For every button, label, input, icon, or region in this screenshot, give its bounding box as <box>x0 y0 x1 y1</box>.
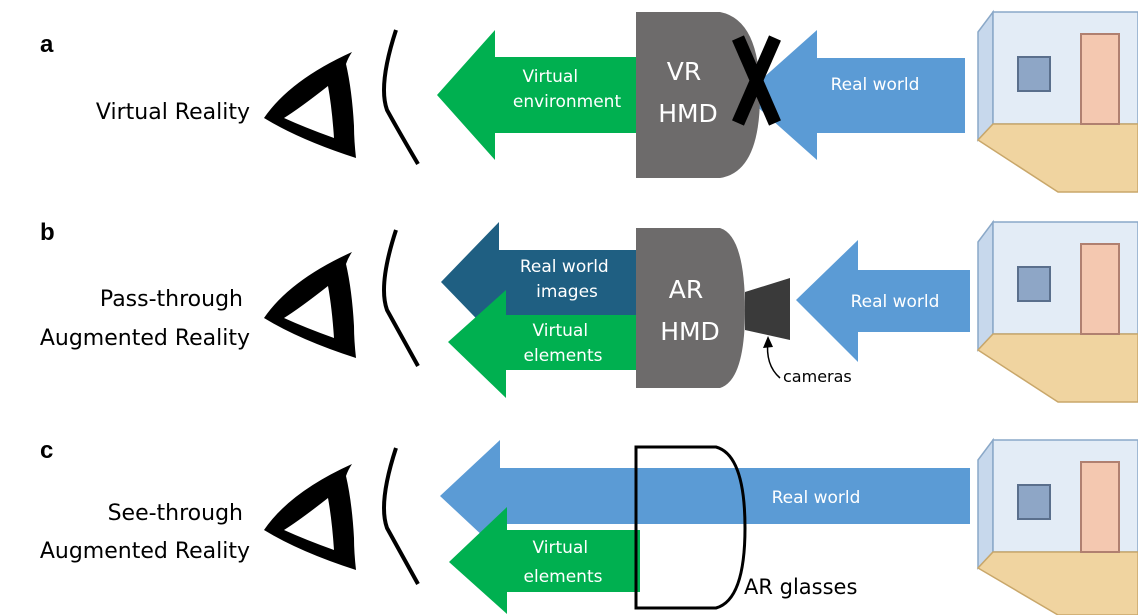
arrow-label-line: environment <box>513 92 622 112</box>
panel-label-line: Augmented Reality <box>40 539 250 564</box>
real-world-arrow: Real world <box>796 240 970 362</box>
arrow-label: Real world <box>851 292 940 312</box>
arrow-label-line: Virtual <box>533 538 589 558</box>
vr-hmd-device: VR HMD <box>636 12 760 178</box>
arrow-label: Real world images <box>520 257 614 302</box>
arrow-label-line: Virtual <box>523 67 579 87</box>
room-icon <box>976 219 1138 403</box>
arrow-label-line: images <box>536 282 598 302</box>
arrow-label: Virtual environment <box>513 67 622 112</box>
glasses-label: AR glasses <box>744 575 857 599</box>
device-label-line: HMD <box>658 99 718 128</box>
eye-icon <box>264 29 420 166</box>
arrow-label: Virtual elements <box>524 538 603 587</box>
camera-icon: cameras <box>745 278 852 386</box>
device-label-line: VR <box>667 57 701 86</box>
arrow-label: Virtual elements <box>524 321 603 366</box>
camera-label: cameras <box>783 367 852 386</box>
panel-label-line: Virtual Reality <box>96 100 250 125</box>
panel-label-line: Pass-through <box>100 287 243 312</box>
eye-icon <box>264 447 420 585</box>
eye-icon <box>264 229 420 367</box>
device-label-line: HMD <box>660 317 720 346</box>
arrow-label-line: Real world <box>520 257 609 277</box>
arrow-label: Real world <box>831 75 920 95</box>
device-label-line: AR <box>669 275 703 304</box>
real-world-arrow: Real world <box>744 30 965 160</box>
panel-label: Pass-through Augmented Reality <box>40 287 250 351</box>
ar-glasses-outline: AR glasses <box>634 445 857 610</box>
virtual-elements-arrow: Virtual elements <box>449 507 640 614</box>
panel-label: See-through Augmented Reality <box>40 501 250 564</box>
panel-label-line: See-through <box>108 501 243 526</box>
arrow-label-line: elements <box>524 346 603 366</box>
panel-letter: b <box>40 219 55 246</box>
cross-mark-icon <box>732 35 781 126</box>
panel-label-line: Augmented Reality <box>40 326 250 351</box>
room-icon <box>976 437 1138 615</box>
panel-c: c See-through Augmented Reality Real wor… <box>40 437 1138 615</box>
room-icon <box>976 9 1138 193</box>
arrow-label-line: Virtual <box>533 321 589 341</box>
device-label: AR HMD <box>660 275 720 346</box>
device-label: VR HMD <box>658 57 718 128</box>
virtual-environment-arrow: Virtual environment <box>437 30 640 160</box>
arrow-label-line: elements <box>524 567 603 587</box>
virtual-elements-arrow: Virtual elements <box>448 290 640 398</box>
panel-b: b Pass-through Augmented Reality Real wo… <box>40 219 1138 403</box>
real-world-arrow: Real world <box>440 440 970 552</box>
panel-letter: c <box>40 437 53 464</box>
panel-label: Virtual Reality <box>96 100 250 125</box>
panel-a: a Virtual Reality Virtual environment Re… <box>40 9 1138 193</box>
arrow-label: Real world <box>772 488 861 508</box>
panel-letter: a <box>40 31 54 58</box>
ar-hmd-device: AR HMD <box>636 228 745 388</box>
